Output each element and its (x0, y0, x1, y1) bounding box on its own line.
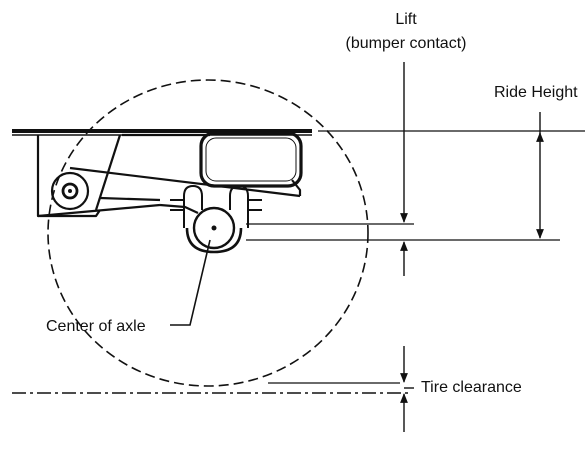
wheel-outline (47, 79, 369, 387)
lift-label-line2: (bumper contact) (346, 35, 467, 52)
center-of-axle-leader (170, 239, 211, 326)
ride-height-label: Ride Height (494, 84, 578, 101)
pivot-bushing (50, 171, 90, 211)
lift-label-line1: Lift (395, 11, 417, 28)
u-bolt-assembly (170, 184, 262, 228)
air-spring (199, 131, 303, 188)
tire-clearance-label: Tire clearance (421, 379, 522, 396)
axle-section (185, 206, 243, 254)
tire-clearance-dimension (400, 346, 414, 432)
center-of-axle-label: Center of axle (46, 318, 146, 335)
